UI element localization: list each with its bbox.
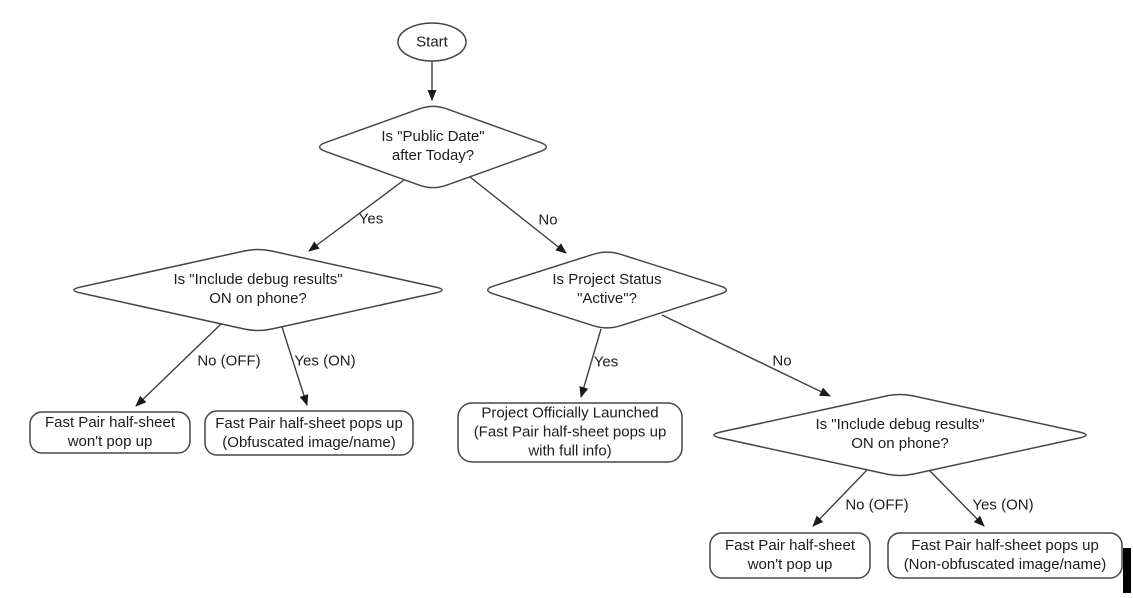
text-cursor-artifact: [1123, 548, 1131, 593]
arrow-project-status-no: [661, 314, 831, 397]
decision-project-status-label: Is Project Status "Active"?: [552, 271, 662, 307]
decision-public-date-label: Is "Public Date" after Today?: [381, 128, 485, 164]
decision-debug-left-shape: [73, 248, 443, 332]
arrow-public-date-no: [469, 176, 567, 254]
edge-label-no-off-right: No (OFF): [845, 496, 909, 514]
outcome-launched-label: Project Officially Launched (Fast Pair h…: [473, 404, 667, 460]
outcome-no-popup-left-shape: [29, 411, 191, 454]
decision-public-date-shape: [318, 105, 548, 189]
edge-label-no-top: No: [538, 211, 558, 229]
edge-label-yes-mid: Yes: [593, 353, 619, 371]
outcome-no-popup-left-label: Fast Pair half-sheet won't pop up: [44, 414, 176, 450]
arrow-debug-left-yes-on: [281, 326, 309, 406]
decision-debug-right-shape: [713, 393, 1087, 477]
decision-debug-right-label: Is "Include debug results" ON on phone?: [815, 416, 985, 452]
edge-label-no-mid: No: [772, 352, 792, 370]
outcome-non-obfuscated-shape: [887, 532, 1123, 579]
arrow-debug-right-no-off: [812, 469, 868, 527]
edge-label-yes-on-left: Yes (ON): [294, 352, 356, 370]
outcome-obfuscated-shape: [204, 410, 414, 456]
outcome-non-obfuscated-label: Fast Pair half-sheet pops up (Non-obfusc…: [903, 537, 1107, 573]
edge-label-no-off-left: No (OFF): [197, 352, 261, 370]
outcome-no-popup-right-label: Fast Pair half-sheet won't pop up: [724, 537, 856, 573]
edge-label-yes-on-right: Yes (ON): [972, 496, 1034, 514]
arrow-public-date-yes: [308, 179, 405, 252]
arrow-project-status-yes: [579, 328, 602, 398]
outcome-no-popup-right-shape: [709, 532, 871, 579]
arrow-debug-right-yes-on: [929, 470, 985, 527]
outcome-launched-shape: [457, 402, 683, 463]
edge-label-yes-top: Yes: [358, 210, 384, 228]
outcome-obfuscated-label: Fast Pair half-sheet pops up (Obfuscated…: [215, 415, 403, 451]
decision-debug-left-label: Is "Include debug results" ON on phone?: [173, 271, 343, 307]
start-node-label: Start: [416, 33, 448, 51]
decision-project-status-shape: [486, 251, 728, 329]
arrow-debug-left-no-off: [135, 323, 222, 407]
